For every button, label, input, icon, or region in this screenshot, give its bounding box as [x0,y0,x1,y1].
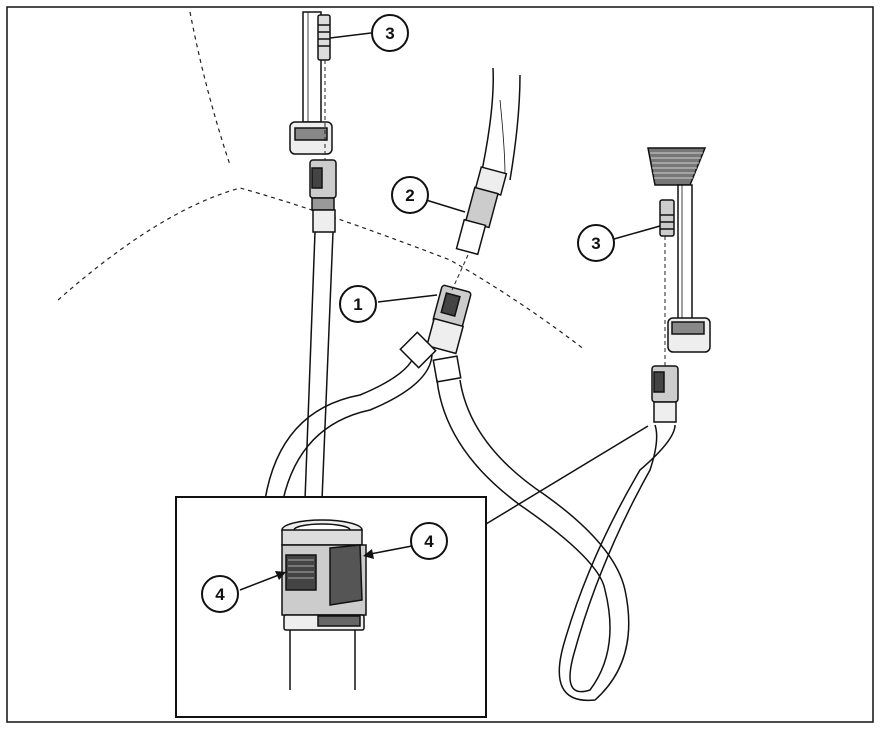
inset-leader-line [485,425,649,525]
callout-3-left: 3 [371,14,409,52]
callout-3-right-label: 3 [591,234,600,253]
callout-4-left-label: 4 [215,585,225,604]
callout-arrowheads [275,549,374,580]
spray-hose [455,67,521,256]
callout-2: 2 [391,176,429,214]
right-supply-line [647,147,711,423]
callout-1-label: 1 [353,295,362,314]
callout-3-left-label: 3 [385,24,394,43]
main-hose [436,379,676,702]
callout-3-right: 3 [577,224,615,262]
quick-connect-detail [281,519,367,690]
callout-4-right-label: 4 [424,532,434,551]
hose-y-connector [399,284,472,383]
callout-1: 1 [339,285,377,323]
callout-4-right: 4 [410,522,448,560]
pull-down-hose-loop [264,344,433,501]
callout-2-label: 2 [405,186,414,205]
callout-4-left: 4 [201,575,239,613]
